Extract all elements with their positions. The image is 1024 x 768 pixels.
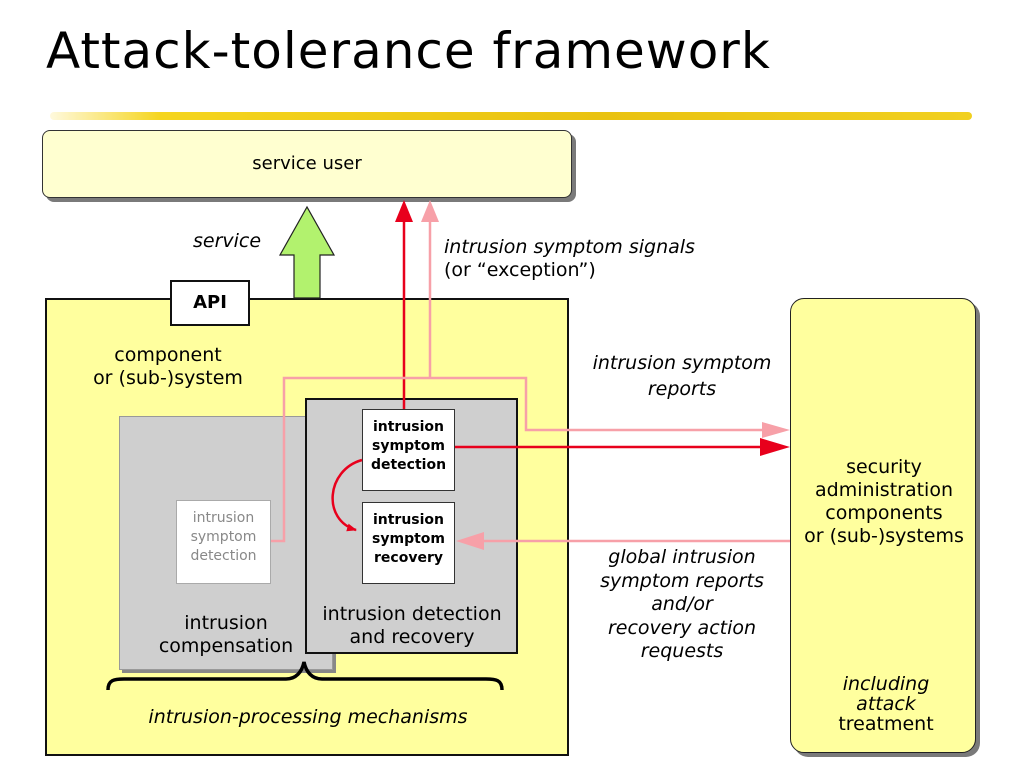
page-title: Attack-tolerance framework [46, 22, 771, 80]
security-label-line: security [846, 456, 922, 478]
signal-arrowhead-light [421, 200, 439, 222]
reports-label-line: intrusion symptom [592, 352, 772, 374]
security-label-line: or (sub-)systems [804, 525, 964, 547]
report-line-light [271, 376, 768, 543]
compensation-label: intrusion compensation [150, 612, 302, 658]
global-label: global intrusion symptom reports and/or … [582, 546, 782, 664]
security-label-line: administration [814, 479, 953, 501]
global-label-line: symptom reports [600, 569, 764, 592]
signals-label-line: (or “exception”) [444, 259, 596, 281]
detection-to-recovery-curve [331, 458, 363, 532]
detection-recovery-label-line: intrusion detection [322, 603, 502, 625]
global-label-line: global intrusion [608, 546, 756, 568]
api-box: API [170, 280, 250, 326]
attack-treatment-line: treatment [838, 713, 934, 735]
grey-detection-line: symptom [190, 529, 257, 545]
signals-label: intrusion symptom signals (or “exception… [444, 236, 695, 282]
service-arrow-icon [278, 205, 336, 299]
title-underline [50, 112, 972, 120]
reports-label: intrusion symptom reports [580, 352, 784, 401]
service-label: service [193, 230, 262, 252]
compensation-label-line: intrusion [184, 612, 268, 634]
security-admin-box [790, 298, 976, 753]
global-label-line: requests [640, 640, 724, 662]
grey-detection-line: intrusion [192, 510, 255, 526]
symptom-detection-line: intrusion [372, 419, 445, 435]
global-label-line: recovery action [607, 616, 757, 639]
security-label: security administration components or (s… [792, 456, 976, 548]
service-user-label: service user [252, 153, 362, 174]
grey-detection-line: detection [190, 548, 257, 564]
attack-treatment-label: including attack treatment [806, 674, 966, 734]
signal-arrowhead-dark [395, 200, 413, 222]
attack-treatment-line: attack [856, 693, 916, 715]
attack-treatment-line: including [842, 673, 930, 695]
symptom-detection-box: intrusion symptom detection [362, 409, 455, 491]
api-label: API [193, 292, 227, 313]
component-label: component or (sub-)system [72, 344, 264, 390]
symptom-recovery-line: intrusion [372, 512, 445, 528]
symptom-recovery-box: intrusion symptom recovery [362, 502, 455, 584]
mechanisms-label: intrusion-processing mechanisms [148, 706, 468, 728]
component-label-line: or (sub-)system [93, 367, 243, 389]
global-label-line: and/or [651, 593, 713, 615]
service-user-box: service user [42, 130, 572, 198]
symptom-detection-line: detection [370, 457, 447, 473]
symptom-recovery-line: recovery [374, 550, 443, 566]
report-arrowhead-light [762, 422, 790, 438]
detection-recovery-label: intrusion detection and recovery [308, 603, 516, 649]
symptom-recovery-line: symptom [372, 531, 445, 547]
grey-detection-box: intrusion symptom detection [176, 500, 271, 584]
security-label-line: components [825, 502, 943, 524]
component-label-line: component [114, 344, 222, 366]
report-arrowhead-dark [760, 438, 790, 456]
reports-label-line: reports [647, 378, 717, 400]
detection-recovery-label-line: and recovery [349, 626, 475, 648]
symptom-detection-line: symptom [372, 438, 445, 454]
mechanisms-brace [106, 661, 504, 691]
global-request-arrowhead [456, 532, 484, 550]
signals-label-line: intrusion symptom signals [444, 236, 695, 258]
compensation-label-line: compensation [158, 635, 294, 657]
